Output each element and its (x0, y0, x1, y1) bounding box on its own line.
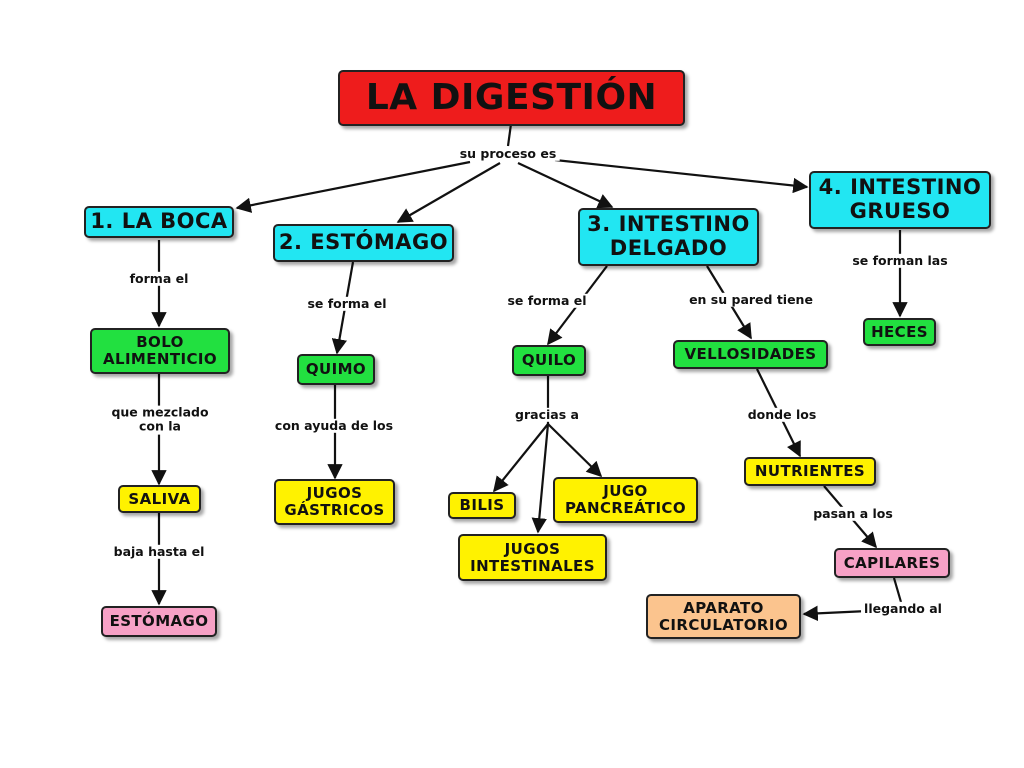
arrow-to-la-boca (235, 160, 471, 213)
arrow-to-aparato-circulatorio (802, 605, 869, 622)
saliva-label: SALIVA (128, 489, 191, 508)
link-label-se-forma-el-quilo: se forma el (504, 293, 590, 309)
nutrientes-node: NUTRIENTES (744, 457, 876, 486)
connector-title-hub (506, 123, 513, 147)
arrow-to-jugos-intestinales (531, 423, 550, 534)
link-label-en-su-pared-tiene: en su pared tiene (686, 292, 816, 308)
jugos-gastricos-line-1: JUGOS (306, 484, 363, 503)
link-label-su-proceso-es: su proceso es (456, 146, 560, 162)
heces-label: HECES (871, 322, 928, 341)
link-label-pasan-a-los: pasan a los (810, 506, 896, 522)
stage-delgado-label-line-1: 3. INTESTINO (587, 212, 750, 237)
link-label-gracias-a: gracias a (512, 407, 582, 423)
estomago-destination-node: ESTÓMAGO (101, 606, 217, 637)
quimo-node: QUIMO (297, 354, 375, 385)
stage-grueso-label-line-2: GRUESO (849, 199, 951, 223)
link-label-forma-el: forma el (126, 271, 192, 287)
title-node: LA DIGESTIÓN (338, 70, 685, 126)
bolo-label-line-2: ALIMENTICIO (102, 350, 218, 368)
jugos-intestinales-line-1: JUGOS (504, 539, 561, 558)
bolo-label-line-1: BOLO (136, 333, 184, 352)
aparato-circulatorio-line-2: CIRCULATORIO (659, 615, 788, 634)
stage-intestino-delgado-node: 3. INTESTINO DELGADO (578, 208, 759, 266)
bolo-alimenticio-node: BOLO ALIMENTICIO (90, 328, 230, 374)
quimo-label: QUIMO (305, 360, 367, 379)
stage-boca-label: 1. LA BOCA (90, 209, 228, 234)
vellosidades-node: VELLOSIDADES (673, 340, 828, 369)
aparato-circulatorio-node: APARATO CIRCULATORIO (646, 594, 801, 639)
jugo-pancreatico-line-1: JUGO (603, 482, 648, 501)
stage-boca-node: 1. LA BOCA (84, 206, 234, 238)
link-label-se-forma-el-quimo: se forma el (304, 296, 390, 312)
vellosidades-label: VELLOSIDADES (684, 345, 817, 364)
arrow-to-jugo-pancreatico (547, 423, 603, 478)
link-label-con-ayuda-de-los: con ayuda de los (271, 418, 397, 434)
stage-grueso-label-line-1: 4. INTESTINO (818, 175, 982, 200)
stage-intestino-grueso-node: 4. INTESTINO GRUESO (809, 171, 991, 229)
heces-node: HECES (863, 318, 936, 346)
link-label-llegando-al: llegando al (861, 601, 945, 617)
estomago-destination-label: ESTÓMAGO (109, 612, 209, 631)
stage-delgado-label-line-2: DELGADO (609, 236, 728, 260)
jugos-gastricos-line-2: GÁSTRICOS (284, 501, 385, 519)
arrow-to-intestino-grueso (554, 158, 809, 194)
capilares-label: CAPILARES (843, 553, 941, 572)
jugos-gastricos-node: JUGOS GÁSTRICOS (274, 479, 395, 525)
quilo-node: QUILO (512, 345, 586, 376)
aparato-circulatorio-line-1: APARATO (683, 598, 764, 617)
bilis-label: BILIS (459, 496, 505, 515)
title-text: LA DIGESTIÓN (365, 76, 658, 118)
nutrientes-label: NUTRIENTES (754, 462, 866, 481)
jugo-pancreatico-line-2: PANCREÁTICO (564, 499, 686, 517)
jugo-pancreatico-node: JUGO PANCREÁTICO (553, 477, 698, 523)
capilares-node: CAPILARES (834, 548, 950, 578)
arrow-to-bilis (493, 423, 549, 493)
link-label-se-forman-las: se forman las (849, 253, 951, 269)
arrow-to-intestino-delgado (517, 162, 614, 209)
jugos-intestinales-line-2: INTESTINALES (470, 556, 595, 575)
quilo-label: QUILO (521, 351, 577, 370)
stage-estomago-label: 2. ESTÓMAGO (278, 230, 449, 255)
stage-estomago-node: 2. ESTÓMAGO (273, 224, 454, 262)
link-label-baja-hasta-el: baja hasta el (110, 544, 208, 560)
jugos-intestinales-node: JUGOS INTESTINALES (458, 534, 607, 581)
arrow-to-estomago-stage (396, 162, 501, 223)
bilis-node: BILIS (448, 492, 516, 519)
saliva-node: SALIVA (118, 485, 201, 513)
link-label-donde-los: donde los (744, 407, 820, 423)
link-label-que-mezclado: que mezclado con la (108, 405, 212, 435)
